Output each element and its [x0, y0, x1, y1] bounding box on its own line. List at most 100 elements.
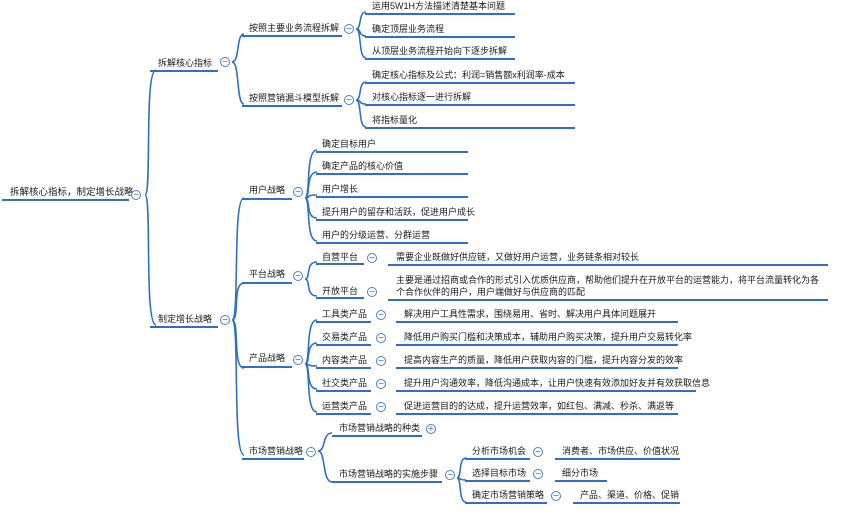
minus-circle-icon[interactable]: − [344, 95, 354, 105]
leaf-by-process-1[interactable]: 运用5W1H方法描述清楚基本问题 [372, 1, 506, 11]
minus-circle-icon[interactable]: − [367, 253, 377, 263]
minus-circle-icon[interactable]: − [293, 355, 303, 365]
topic-tool-product[interactable]: 工具类产品 [322, 309, 368, 319]
minus-circle-icon[interactable]: − [220, 315, 230, 325]
minus-circle-icon[interactable]: − [344, 24, 354, 34]
leaf-own-platform-desc[interactable]: 需要企业既做好供应链，又做好用户运营，业务链条相对较长 [396, 252, 640, 262]
minus-circle-icon[interactable]: − [445, 470, 455, 480]
leaf-underline [365, 127, 575, 129]
minus-circle-icon[interactable]: − [551, 491, 561, 501]
connector [355, 81, 367, 101]
leaf-underline [388, 264, 828, 266]
connector [355, 99, 367, 128]
leaf-underline [365, 13, 515, 15]
leaf-underline [316, 151, 468, 153]
leaf-underline [573, 502, 680, 504]
connector [231, 319, 245, 456]
topic-underline [316, 367, 371, 369]
connector [304, 319, 318, 365]
topic-marketing-strategy[interactable]: 市场营销战略 [249, 446, 304, 456]
minus-circle-icon[interactable]: − [220, 57, 230, 67]
topic-ops-product[interactable]: 运营类产品 [322, 401, 368, 411]
root-underline [2, 199, 129, 201]
topic-marketing-kinds[interactable]: 市场营销战略的种类 [339, 423, 421, 433]
topic-open-platform[interactable]: 开放平台 [322, 286, 359, 296]
leaf-underline [365, 82, 575, 84]
leaf-underline [365, 36, 515, 38]
connector [231, 282, 245, 321]
topic-product-strategy[interactable]: 产品战略 [249, 353, 286, 363]
minus-circle-icon[interactable]: − [376, 310, 386, 320]
minus-circle-icon[interactable]: − [533, 469, 543, 479]
leaf-user-3[interactable]: 用户增长 [322, 184, 359, 194]
minus-circle-icon[interactable]: − [533, 447, 543, 457]
topic-underline [465, 502, 547, 504]
topic-platform-strategy[interactable]: 平台战略 [249, 269, 286, 279]
leaf-by-funnel-3[interactable]: 将指标量化 [372, 115, 418, 125]
topic-marketing-mix[interactable]: 确定市场营销策略 [472, 490, 545, 500]
minus-circle-icon[interactable]: − [131, 190, 141, 200]
leaf-user-2[interactable]: 确定产品的核心价值 [322, 161, 404, 171]
leaf-underline [316, 242, 468, 244]
topic-by-funnel[interactable]: 按照营销漏斗模型拆解 [249, 93, 340, 103]
topic-user-strategy[interactable]: 用户战略 [249, 185, 286, 195]
topic-underline [242, 105, 342, 107]
leaf-underline [365, 104, 575, 106]
connector [304, 342, 318, 365]
topic-trade-product[interactable]: 交易类产品 [322, 332, 368, 342]
topic-underline [332, 435, 422, 437]
leaf-target-market-desc[interactable]: 细分市场 [562, 468, 599, 478]
topic-marketing-steps[interactable]: 市场营销战略的实施步骤 [339, 469, 439, 479]
minus-circle-icon[interactable]: − [367, 287, 377, 297]
minus-circle-icon[interactable]: − [376, 402, 386, 412]
topic-analyze-market[interactable]: 分析市场机会 [472, 446, 527, 456]
connector [456, 477, 467, 503]
leaf-by-funnel-2[interactable]: 对核心指标逐一进行拆解 [372, 92, 472, 102]
leaf-marketing-mix-desc[interactable]: 产品、渠道、价格、促销 [580, 490, 680, 500]
leaf-user-1[interactable]: 确定目标用户 [322, 139, 377, 149]
leaf-social-product-desc[interactable]: 提升用户沟通效率，降低沟通成本，让用户快速有效添加好友并有效获取信息 [404, 378, 711, 388]
topic-underline [242, 366, 292, 368]
plus-circle-icon[interactable]: + [426, 424, 436, 434]
topic-target-market[interactable]: 选择目标市场 [472, 468, 527, 478]
topic-underline [465, 480, 530, 482]
topic-underline [316, 413, 371, 415]
connector [304, 363, 318, 413]
leaf-user-5[interactable]: 用户的分级运营、分群运营 [322, 230, 431, 240]
connector [231, 33, 245, 63]
topic-by-process[interactable]: 按照主要业务流程拆解 [249, 23, 340, 33]
topic-underline [316, 297, 364, 299]
connector [231, 61, 245, 105]
minus-circle-icon[interactable]: − [306, 447, 316, 457]
leaf-ops-product-desc[interactable]: 促进运营目的的达成，提升运营效率，如红包、满减、秒杀、满返等 [404, 401, 675, 411]
leaf-underline [396, 321, 678, 323]
connector [304, 278, 318, 297]
leaf-user-4[interactable]: 提升用户的留存和活跃，促进用户成长 [322, 207, 476, 217]
leaf-by-process-3[interactable]: 从顶层业务流程开始向下逐步拆解 [372, 46, 508, 56]
topic-own-platform[interactable]: 自营平台 [322, 252, 359, 262]
topic-underline [316, 344, 371, 346]
topic-underline [332, 481, 442, 483]
leaf-by-funnel-1[interactable]: 确定核心指标及公式：利润=销售额x利润率-成本 [372, 70, 565, 80]
topic-underline [316, 321, 371, 323]
minus-circle-icon[interactable]: − [376, 356, 386, 366]
leaf-open-platform-desc[interactable]: 主要是通过招商或合作的形式引入优质供应商，帮助他们提升在开放平台的运营能力，将平… [396, 275, 820, 297]
minus-circle-icon[interactable]: − [376, 333, 386, 343]
leaf-tool-product-desc[interactable]: 解决用户工具性需求，围绕易用、省时、解决用户具体问题展开 [404, 309, 657, 319]
leaf-by-process-2[interactable]: 确定顶层业务流程 [372, 24, 445, 34]
leaf-content-product-desc[interactable]: 提高内容生产的质量，降低用户获取内容的门槛，提升内容分发的效率 [404, 355, 684, 365]
leaf-underline [396, 390, 696, 392]
leaf-underline [396, 344, 678, 346]
topic-content-product[interactable]: 内容类产品 [322, 355, 368, 365]
leaf-trade-product-desc[interactable]: 降低用户购买门槛和决策成本，辅助用户购买决策，提升用户交易转化率 [404, 332, 693, 342]
minus-circle-icon[interactable]: − [376, 379, 386, 389]
topic-social-product[interactable]: 社交类产品 [322, 378, 368, 388]
minus-circle-icon[interactable]: − [293, 271, 303, 281]
topic-growth-strategy[interactable]: 制定增长战略 [158, 314, 213, 324]
leaf-analyze-market-desc[interactable]: 消费者、市场供应、价值状况 [562, 446, 680, 456]
root-topic[interactable]: 拆解核心指标，制定增长战略 [10, 187, 134, 198]
minus-circle-icon[interactable]: − [293, 187, 303, 197]
topic-decompose-metrics[interactable]: 拆解核心指标 [158, 58, 213, 68]
